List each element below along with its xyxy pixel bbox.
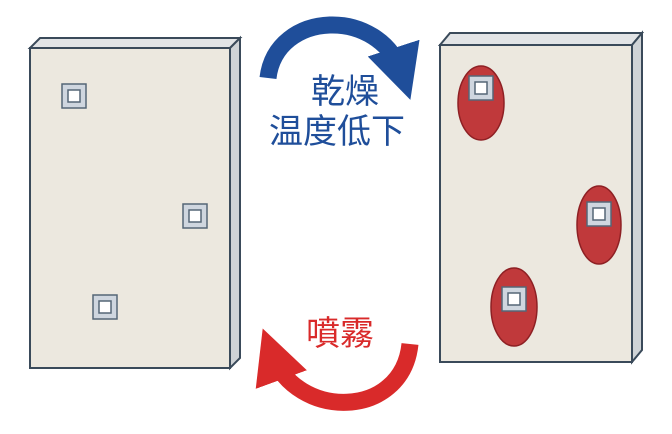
window-icon xyxy=(61,83,87,109)
wet-panel-top xyxy=(437,32,645,46)
wet-panel xyxy=(437,30,645,365)
wet-panel-side xyxy=(631,30,643,365)
drying-label: 乾燥 xyxy=(311,72,379,112)
window-icon xyxy=(468,75,494,101)
window-icon xyxy=(586,201,612,227)
temperature-drop-label: 温度低下 xyxy=(269,112,405,152)
dry-panel-side xyxy=(229,35,241,371)
window-icon xyxy=(92,294,118,320)
spray-label: 噴霧 xyxy=(306,314,374,354)
dry-panel xyxy=(27,35,243,371)
window-icon xyxy=(182,203,208,229)
spray-arrow xyxy=(255,328,419,411)
window-icon xyxy=(501,286,527,312)
dry-panel-top xyxy=(27,37,243,49)
drying-arrow xyxy=(259,16,420,100)
